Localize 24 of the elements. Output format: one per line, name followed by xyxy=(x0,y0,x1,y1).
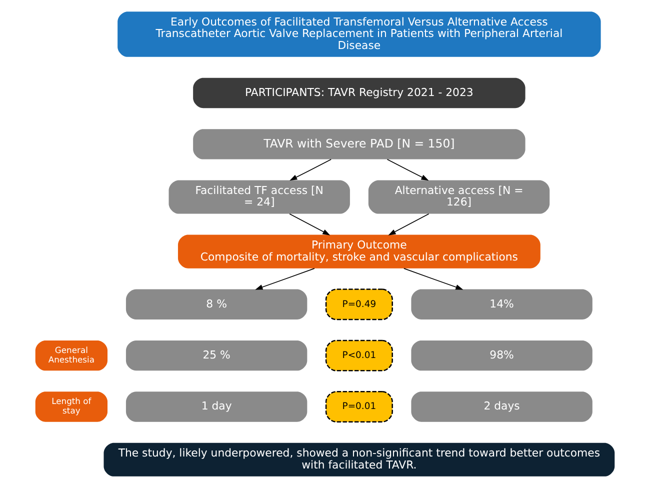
arrow xyxy=(290,158,332,181)
node-box: 1 day xyxy=(126,392,308,422)
node-box: General Anesthesia xyxy=(35,340,108,371)
arrow xyxy=(388,213,430,236)
node-box: 14% xyxy=(411,289,592,320)
node-box: Alternative access [N = 126] xyxy=(368,180,550,214)
arrow xyxy=(386,158,429,181)
node-box: 2 days xyxy=(411,392,592,422)
node-box: P<0.01 xyxy=(325,340,393,372)
arrow xyxy=(289,213,330,236)
node-box: Facilitated TF access [N = 24] xyxy=(168,180,350,214)
node-box: P=0.01 xyxy=(325,391,393,422)
arrow xyxy=(404,268,464,290)
node-box: 98% xyxy=(411,340,592,371)
node-box: The study, likely underpowered, showed a non-significant trend toward better outcomes with facilitated TAVR. xyxy=(104,442,615,476)
node-box: TAVR with Severe PAD [N = 150] xyxy=(193,129,526,160)
node-box: 25 % xyxy=(126,340,308,371)
node-box: P=0.49 xyxy=(325,288,393,320)
node-box: Early Outcomes of Facilitated Transfemoral Versus Alternative Access Transcatheter Aortic Valve Replacement in Patients with Peripheral Arterial Disease xyxy=(118,12,601,57)
node-box: PARTICIPANTS: TAVR Registry 2021 - 2023 xyxy=(193,78,526,108)
node-box: Length of stay xyxy=(35,392,108,422)
node-box: Primary Outcome Composite of mortality, stroke and vascular complications xyxy=(178,234,540,268)
arrow xyxy=(255,268,315,290)
node-box: 8 % xyxy=(126,289,308,320)
